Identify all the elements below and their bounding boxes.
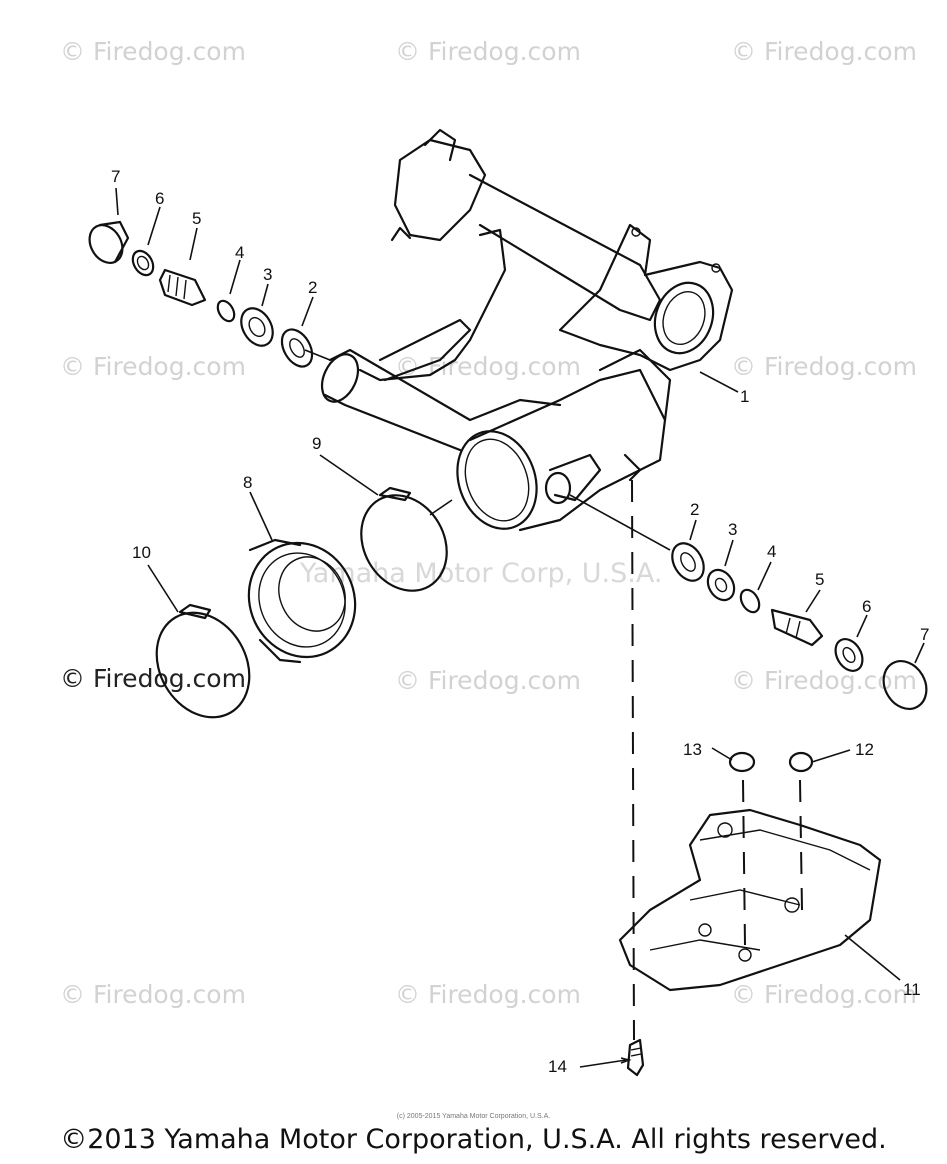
callout-6-right: 6 [862, 597, 871, 616]
right-bearing-stack [671, 542, 928, 710]
watermark: © Firedog.com [60, 352, 246, 381]
swingarm-part [320, 128, 734, 532]
copyright-footer: ©2013 Yamaha Motor Corporation, U.S.A. A… [60, 1124, 887, 1155]
callout-7-right: 7 [920, 625, 929, 644]
left-bearing-stack [88, 220, 314, 368]
callout-2-right: 2 [690, 500, 699, 519]
small-print: (c) 2005-2015 Yamaha Motor Corporation, … [396, 1113, 551, 1120]
center-watermark: Yamaha Motor Corp, U.S.A. [300, 558, 663, 589]
boot-and-clamps [155, 486, 448, 719]
watermark: © Firedog.com [731, 980, 917, 1009]
callout-1: 1 [740, 387, 749, 406]
leader-lines [115, 187, 925, 1068]
callout-3-left: 3 [263, 265, 272, 284]
callout-13: 13 [683, 740, 702, 759]
watermark: © Firedog.com [60, 980, 246, 1009]
skid-plate-part [618, 751, 882, 1077]
watermark: © Firedog.com [395, 666, 581, 695]
callout-7-left: 7 [111, 167, 120, 186]
watermark: © Firedog.com [395, 980, 581, 1009]
callout-8: 8 [243, 473, 252, 492]
callout-4-right: 4 [767, 542, 776, 561]
callout-11: 11 [903, 980, 921, 999]
callout-4-left: 4 [235, 243, 244, 262]
watermark: © Firedog.com [60, 664, 246, 693]
watermark: © Firedog.com [395, 37, 581, 66]
callout-14: 14 [548, 1057, 567, 1076]
callout-5-right: 5 [815, 570, 824, 589]
callout-12: 12 [855, 740, 874, 759]
callout-5-left: 5 [192, 209, 201, 228]
callout-9: 9 [312, 434, 321, 453]
callout-3-right: 3 [728, 520, 737, 539]
callout-10: 10 [132, 543, 151, 562]
alignment-lines [304, 349, 803, 1041]
watermark: © Firedog.com [731, 352, 917, 381]
callout-2-left: 2 [308, 278, 317, 297]
watermark: © Firedog.com [60, 37, 246, 66]
callout-6-left: 6 [155, 189, 164, 208]
watermark: © Firedog.com [731, 37, 917, 66]
